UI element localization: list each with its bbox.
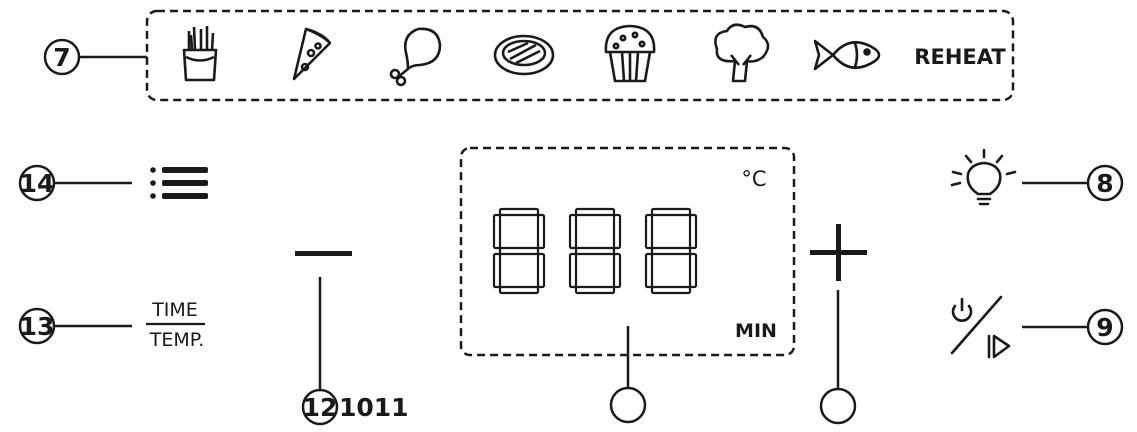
digit-2-segment-a <box>650 207 692 217</box>
unit-celsius: °C <box>741 167 766 191</box>
fries-icon[interactable] <box>182 26 218 82</box>
callout-10-11-number: 1011 <box>339 393 409 422</box>
digit-0-segment-g <box>498 246 540 256</box>
digit-0-segment-b <box>536 213 546 250</box>
callout-13: 13 <box>18 307 132 345</box>
chicken-leg-icon[interactable] <box>389 27 442 87</box>
digit-2-segment-b <box>688 213 698 250</box>
minus-button[interactable] <box>295 251 352 256</box>
steak-icon[interactable] <box>493 34 555 76</box>
preset-bar: REHEAT <box>145 9 1015 102</box>
callout-13-number: 13 <box>20 312 55 341</box>
digit-1-segment-c <box>612 252 622 289</box>
unit-minutes: MIN <box>735 320 777 342</box>
digit-0-segment-d <box>498 285 540 295</box>
callout-9: 9 <box>1022 308 1124 346</box>
digit-1-segment-d <box>574 285 616 295</box>
digit-0-segment-c <box>536 252 546 289</box>
temp-label: TEMP. <box>149 329 205 351</box>
digit-2-segment-g <box>650 246 692 256</box>
power-start-icon[interactable] <box>950 295 1011 359</box>
display-panel: °C MIN <box>459 146 796 357</box>
digit-0-segment-a <box>498 207 540 217</box>
time-label: TIME <box>151 299 198 321</box>
digit-2-segment-c <box>688 252 698 289</box>
fish-icon[interactable] <box>813 39 881 71</box>
callout-9-number: 9 <box>1096 313 1113 342</box>
callout-8: 8 <box>1022 164 1124 202</box>
light-bulb-icon[interactable] <box>950 148 1017 206</box>
display-callout-circle <box>609 386 647 424</box>
digit-2-segment-d <box>650 285 692 295</box>
broccoli-icon[interactable] <box>714 23 770 83</box>
callout-14: 14 <box>18 164 132 202</box>
digit-1-segment-f <box>568 213 578 250</box>
plus-callout-circle <box>819 387 857 425</box>
menu-icon[interactable] <box>150 167 208 199</box>
digit-2-segment-e <box>644 252 654 289</box>
reheat-label[interactable]: REHEAT <box>914 45 1006 69</box>
digit-0-segment-e <box>492 252 502 289</box>
callout-7: 7 <box>43 38 147 76</box>
digit-1-segment-a <box>574 207 616 217</box>
seven-segment-digits <box>492 207 698 295</box>
callout-8-number: 8 <box>1096 169 1113 198</box>
plus-button[interactable] <box>810 224 867 281</box>
digit-1-segment-e <box>568 252 578 289</box>
time-temp-button[interactable]: TIME TEMP. <box>146 299 205 351</box>
callout-14-number: 14 <box>20 169 55 198</box>
digit-0-segment-f <box>492 213 502 250</box>
pizza-icon[interactable] <box>292 27 332 81</box>
callout-12: 12 <box>301 388 339 426</box>
muffin-icon[interactable] <box>604 24 656 83</box>
digit-1-segment-b <box>612 213 622 250</box>
digit-1-segment-g <box>574 246 616 256</box>
digit-2-segment-f <box>644 213 654 250</box>
callout-7-number: 7 <box>53 43 70 72</box>
callout-12-number: 12 <box>303 393 338 422</box>
